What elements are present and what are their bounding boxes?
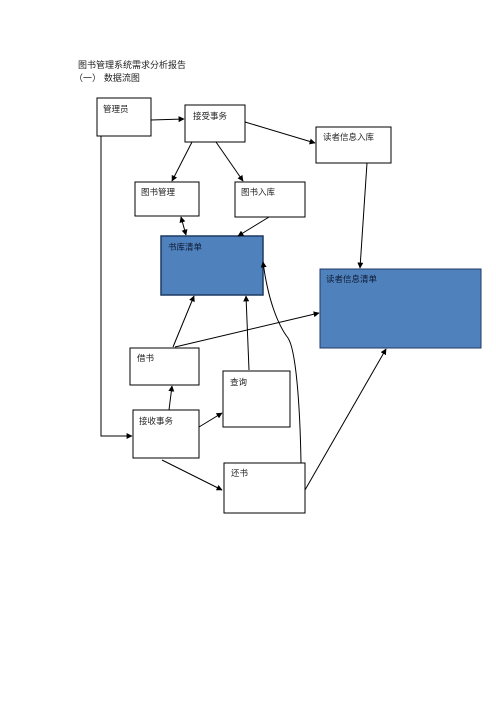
node-receive-affairs: 接收事务 bbox=[132, 409, 200, 459]
flow-return-to-library bbox=[260, 261, 302, 464]
node-accept-affairs: 接受事务 bbox=[184, 104, 246, 143]
node-book-management-label: 图书管理 bbox=[141, 187, 176, 198]
node-borrow-label: 借书 bbox=[137, 353, 155, 364]
node-receive-affairs-label: 接收事务 bbox=[139, 416, 174, 427]
node-reader-info-entry-label: 读者信息入库 bbox=[323, 132, 375, 143]
flow-receive-to-query bbox=[198, 412, 223, 428]
node-return-book-label: 还书 bbox=[231, 468, 249, 479]
node-book-entry: 图书入库 bbox=[234, 181, 306, 218]
flow-admin-to-receive bbox=[100, 136, 133, 439]
flow-book-mgmt-library-list bbox=[179, 216, 188, 236]
node-book-entry-label: 图书入库 bbox=[241, 187, 276, 198]
flow-reader-entry-to-reader-list bbox=[357, 162, 368, 269]
node-return-book: 还书 bbox=[223, 462, 306, 514]
flow-receive-to-borrow bbox=[168, 385, 175, 411]
node-reader-info-list-label: 读者信息清单 bbox=[326, 274, 378, 285]
node-admin: 管理员 bbox=[96, 97, 152, 137]
node-query: 查询 bbox=[222, 370, 291, 428]
flow-admin-to-accept bbox=[150, 116, 185, 123]
flow-accept-to-book-entry bbox=[215, 141, 244, 182]
flow-book-entry-to-library bbox=[237, 216, 270, 237]
flow-receive-to-return bbox=[161, 459, 223, 491]
node-library-list-label: 书库清单 bbox=[168, 242, 203, 253]
flow-accept-to-book-mgmt bbox=[171, 141, 193, 182]
node-book-management: 图书管理 bbox=[134, 181, 200, 217]
flow-borrow-to-library bbox=[172, 295, 195, 348]
flow-accept-to-reader-entry bbox=[244, 121, 316, 145]
page-title: 图书管理系统需求分析报告 bbox=[78, 61, 187, 71]
node-reader-info-list: 读者信息清单 bbox=[319, 268, 482, 349]
node-accept-affairs-label: 接受事务 bbox=[193, 111, 228, 122]
node-borrow: 借书 bbox=[129, 347, 200, 386]
flow-query-to-library bbox=[243, 295, 250, 371]
node-admin-label: 管理员 bbox=[103, 104, 129, 115]
flow-return-to-reader-list bbox=[304, 348, 387, 491]
section-subtitle: （一） 数据流图 bbox=[74, 74, 140, 84]
node-reader-info-entry: 读者信息入库 bbox=[315, 126, 392, 164]
node-query-label: 查询 bbox=[230, 377, 247, 388]
node-library-list: 书库清单 bbox=[160, 235, 264, 296]
